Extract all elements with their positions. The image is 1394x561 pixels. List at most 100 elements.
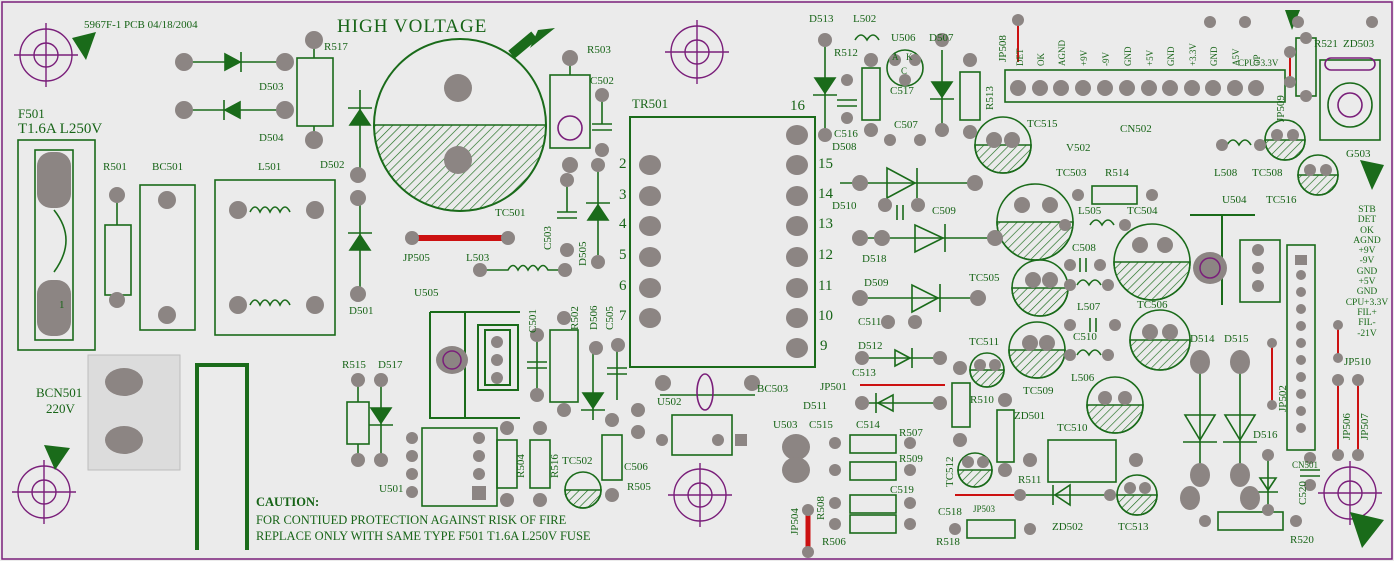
fuse-pin-one: 1 (59, 299, 65, 311)
label-d508: D508 (832, 141, 857, 153)
cn502-pin-neg9v: -9V (1101, 52, 1111, 66)
label-jp506: JP506 (1341, 413, 1353, 440)
capacitor-tc505 (1011, 259, 1069, 317)
label-r518: R518 (936, 536, 960, 548)
tr-pin-3: 3 (619, 187, 627, 203)
mount-hole-bl (12, 460, 76, 524)
label-tc502: TC502 (562, 455, 593, 467)
label-cn501: CN501 (1292, 460, 1319, 470)
inductor-l505 (1089, 219, 1115, 227)
resistor-r506 (849, 514, 897, 534)
tr-pin-11: 11 (818, 278, 833, 294)
label-r510: R510 (970, 394, 994, 406)
resistor-r502 (549, 329, 579, 403)
fuse-label: F501 (18, 106, 45, 121)
label-d503: D503 (259, 81, 284, 93)
label-c502: C502 (590, 75, 614, 87)
inductor-l508 (1226, 139, 1252, 147)
mount-hole-tl (14, 23, 78, 87)
label-d505: D505 (577, 241, 589, 266)
u502-outline (671, 414, 733, 456)
resistor-r513 (959, 71, 981, 121)
tr-pin-4: 4 (619, 216, 627, 232)
caution-line-1: FOR CONTIUED PROTECTION AGAINST RISK OF … (256, 513, 567, 527)
label-l508: L508 (1214, 167, 1238, 179)
mount-hole-br (1318, 461, 1382, 525)
diode-d504 (185, 100, 285, 120)
label-c501: C501 (527, 309, 539, 333)
inductor-l502 (854, 34, 880, 42)
capacitor-tc508 (1264, 119, 1306, 161)
label-d513: D513 (809, 13, 834, 25)
diode-d516 (1258, 455, 1278, 510)
capacitor-tc513 (1116, 474, 1158, 516)
capacitor-c505 (607, 345, 627, 400)
diode-d509 (860, 283, 980, 314)
resistor-r512 (861, 67, 881, 121)
label-l501: L501 (258, 161, 282, 173)
cn501-legend-5v: +5V (1358, 277, 1376, 288)
tr-pin-2: 2 (619, 156, 627, 172)
label-zd501: ZD501 (1014, 410, 1046, 422)
label-jp505: JP505 (403, 252, 430, 264)
label-g503: G503 (1346, 148, 1371, 160)
label-c513: C513 (852, 367, 876, 379)
label-tr501: TR501 (632, 96, 669, 111)
cn501-legend-gnd2: GND (1356, 287, 1378, 298)
label-d501: D501 (349, 305, 374, 317)
zener-zd501 (996, 409, 1015, 463)
capacitor-tc516 (1297, 154, 1339, 196)
resistor-c514 (849, 434, 897, 454)
label-v502: V502 (1066, 142, 1091, 154)
u506-pin-a: A (892, 52, 899, 62)
label-c518: C518 (938, 506, 962, 518)
zener-zd502 (1020, 483, 1110, 507)
label-c516: C516 (834, 128, 858, 140)
label-u501: U501 (379, 483, 404, 495)
cn502-pin-gnd2: GND (1166, 46, 1176, 67)
capacitor-c502 (592, 100, 612, 131)
capacitor-tc515 (974, 116, 1032, 174)
label-r508: R508 (815, 496, 827, 520)
label-l507: L507 (1077, 301, 1101, 313)
label-r520: R520 (1290, 534, 1314, 546)
label-tc506: TC506 (1137, 299, 1168, 311)
label-zd502: ZD502 (1052, 521, 1084, 533)
cn502-pin-5v: +5V (1145, 49, 1155, 66)
label-tc503: TC503 (1056, 167, 1087, 179)
tr-pin-16: 16 (790, 98, 805, 114)
cn501-legend-stb: STB (1358, 205, 1376, 215)
tr-pin-6: 6 (619, 278, 627, 294)
connector-cn502-outline (1004, 69, 1286, 103)
label-d510: D510 (832, 200, 857, 212)
label-d504: D504 (259, 132, 284, 144)
label-r504: R504 (515, 454, 527, 478)
label-d516: D516 (1253, 429, 1278, 441)
label-c509: C509 (932, 205, 956, 217)
label-r521: R521 (1314, 38, 1338, 50)
connector-cn501-outline (1286, 244, 1316, 451)
diode-d505 (586, 170, 610, 255)
label-d507: D507 (929, 32, 954, 44)
cn501-legend-filn: FIL- (1358, 318, 1376, 329)
label-jp503: JP503 (973, 504, 996, 514)
cn501-legend-neg9v: -9V (1359, 256, 1375, 267)
label-tc510: TC510 (1057, 422, 1088, 434)
ic-u504-outline (1239, 239, 1281, 303)
label-tc504: TC504 (1127, 205, 1158, 217)
tr-pin-13: 13 (818, 216, 833, 232)
label-c511: C511 (858, 316, 882, 328)
cn502-pin-3v3: +3.3V (1188, 43, 1198, 66)
resistor-r504 (496, 439, 518, 489)
tr-pin-5: 5 (619, 247, 627, 263)
pads (105, 14, 1378, 558)
hv-barrier (195, 363, 249, 550)
capacitor-c508 (1079, 258, 1087, 272)
diode-d507 (930, 50, 954, 130)
capacitor-tc501 (373, 38, 547, 212)
label-l505: L505 (1078, 205, 1102, 217)
label-tc516: TC516 (1266, 194, 1297, 206)
label-r517: R517 (324, 41, 348, 53)
zd503-outline (1319, 59, 1381, 141)
